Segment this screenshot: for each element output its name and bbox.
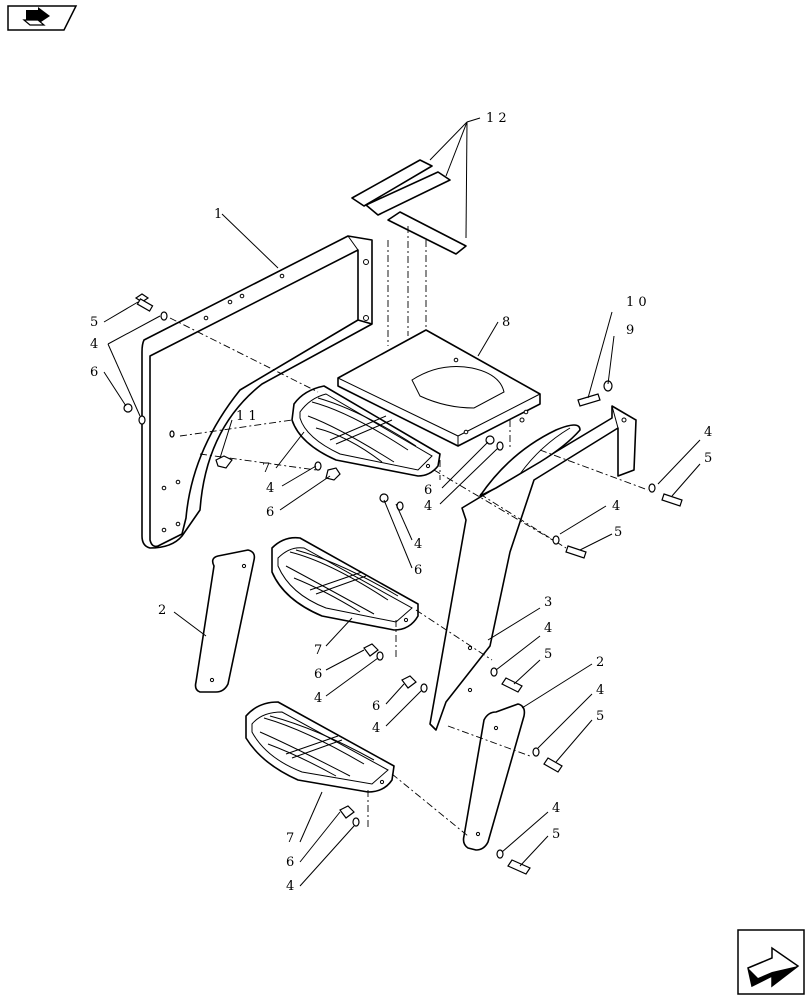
book-navigation-icon[interactable] — [7, 5, 78, 31]
callout-8: 8 — [502, 315, 510, 330]
callout-6: 6 — [286, 855, 294, 870]
side-plate-2-left — [173, 549, 256, 693]
callout-9: 9 — [626, 323, 634, 338]
callout-4: 4 — [596, 683, 604, 698]
callout-5: 5 — [552, 827, 560, 842]
callout-6: 6 — [372, 699, 380, 714]
callout-4: 4 — [424, 499, 432, 514]
callout-3: 3 — [544, 595, 552, 610]
leader-lines — [103, 301, 701, 887]
side-frame-3 — [429, 405, 637, 731]
callout-4: 4 — [612, 499, 620, 514]
callout-5: 5 — [544, 647, 552, 662]
platform-plate-8 — [337, 321, 541, 447]
callout-4: 4 — [266, 481, 274, 496]
callout-12: 1 2 — [486, 111, 507, 126]
next-page-arrow-icon[interactable] — [737, 929, 805, 995]
callout-1: 1 — [214, 207, 222, 222]
callout-6: 6 — [424, 483, 432, 498]
hand-rail — [479, 417, 581, 497]
hardware-fasteners — [123, 293, 683, 875]
callout-5: 5 — [90, 315, 98, 330]
callout-4: 4 — [90, 337, 98, 352]
callout-4: 4 — [314, 691, 322, 706]
anti-slip-pad-12 — [351, 117, 481, 390]
callout-6: 6 — [90, 365, 98, 380]
callout-7: 7 — [314, 643, 322, 658]
callout-10: 1 0 — [626, 295, 647, 310]
step-tread-7-middle — [271, 536, 419, 631]
callout-6: 6 — [314, 667, 322, 682]
callout-4: 4 — [414, 537, 422, 552]
callout-4: 4 — [552, 801, 560, 816]
side-frame-1 — [141, 213, 373, 549]
callout-4: 4 — [544, 621, 552, 636]
callout-11: 1 1 — [236, 409, 257, 424]
callout-7: 7 — [262, 461, 270, 476]
callout-5: 5 — [596, 709, 604, 724]
callout-labels: 1 2 1 8 1 0 9 5 4 6 1 1 7 4 6 6 4 4 6 4 … — [90, 111, 712, 894]
callout-4: 4 — [372, 721, 380, 736]
side-plate-2-right — [462, 663, 593, 851]
callout-6: 6 — [414, 563, 422, 578]
callout-5: 5 — [614, 525, 622, 540]
callout-4: 4 — [286, 879, 294, 894]
callout-7: 7 — [286, 831, 294, 846]
assembly-centerlines — [169, 317, 649, 837]
callout-2: 2 — [596, 655, 604, 670]
step-tread-7-bottom — [245, 701, 395, 793]
callout-4: 4 — [704, 425, 712, 440]
callout-6: 6 — [266, 505, 274, 520]
callout-5: 5 — [704, 451, 712, 466]
callout-2: 2 — [158, 603, 166, 618]
step-tread-7-top — [291, 385, 441, 477]
